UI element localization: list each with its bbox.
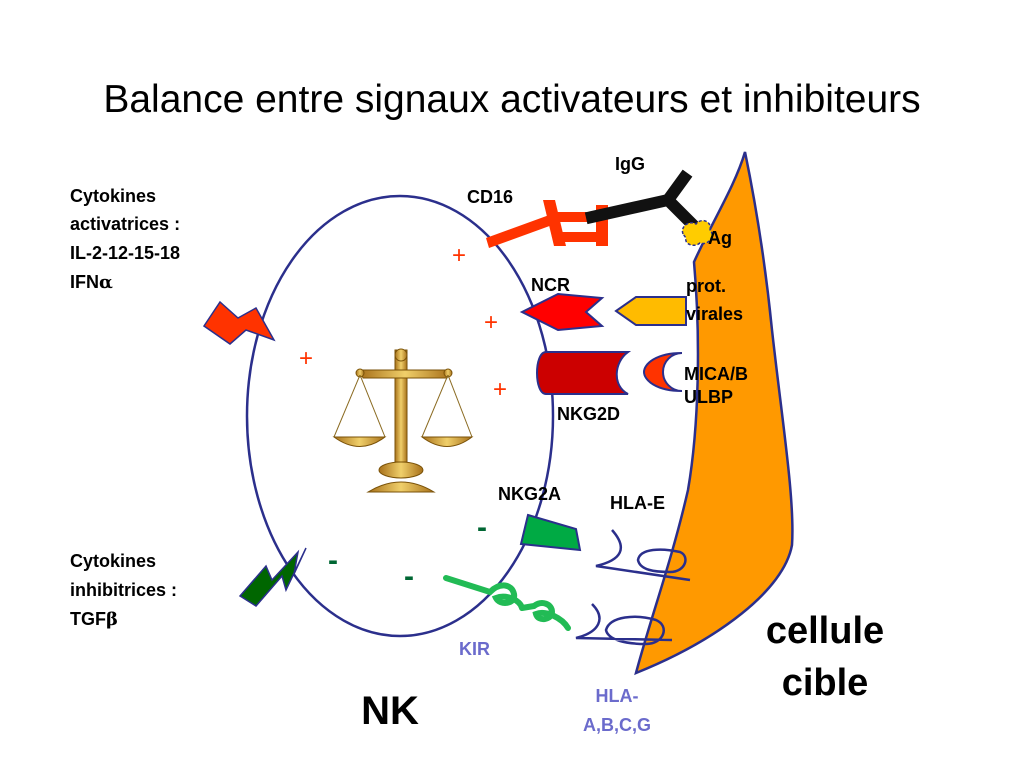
- label-target-2: cible: [782, 662, 869, 704]
- cd16-receptor: [486, 200, 608, 248]
- label-target-1: cellule: [766, 610, 884, 652]
- cyto-inh-line3: TGFβ: [70, 609, 118, 630]
- cyto-inh-line1: Cytokines: [70, 551, 156, 571]
- label-ncr: NCR: [531, 275, 570, 295]
- mica-ligand: [642, 352, 683, 392]
- cyto-act-line2: activatrices :: [70, 214, 180, 234]
- activating-lightning-icon: [202, 300, 276, 345]
- nk-cell-membrane: [245, 194, 555, 638]
- nkg2a-receptor: [519, 513, 582, 552]
- kir-receptor: [443, 575, 571, 631]
- label-kir: KIR: [459, 639, 490, 659]
- label-nkg2a: NKG2A: [498, 484, 561, 504]
- antigen-blob: [681, 219, 713, 246]
- inhibiting-lightning-icon: [238, 547, 307, 607]
- hla-e-ligand: [595, 529, 691, 582]
- hla-abc-ligand: [575, 603, 673, 646]
- plus-sign-ncr: +: [484, 309, 498, 336]
- nkg2d-receptor: [536, 351, 632, 395]
- cyto-act-line1: Cytokines: [70, 186, 156, 206]
- label-prot-virales-1: prot.: [686, 276, 726, 296]
- minus-sign-nkg2a: -: [477, 511, 487, 544]
- minus-sign-cytokines: -: [328, 544, 338, 577]
- label-nkg2d: NKG2D: [557, 404, 620, 424]
- minus-sign-kir: -: [404, 560, 414, 593]
- plus-sign-cytokines: +: [299, 345, 313, 372]
- cyto-act-line4: IFNα: [70, 272, 113, 293]
- label-igg: IgG: [615, 154, 645, 174]
- label-cd16: CD16: [467, 187, 513, 207]
- ncr-receptor: [519, 292, 605, 332]
- balance-scale-icon: [332, 348, 474, 493]
- label-ag: Ag: [708, 228, 732, 248]
- page-title: Balance entre signaux activateurs et inh…: [103, 78, 920, 121]
- label-hla-abc-1: HLA-: [596, 686, 639, 706]
- plus-sign-nkg2d: +: [493, 376, 507, 403]
- cyto-inh-line2: inhibitrices :: [70, 580, 177, 600]
- label-mica-1: MICA/B: [684, 364, 748, 384]
- label-mica-2: ULBP: [684, 387, 733, 407]
- label-nk: NK: [361, 689, 419, 733]
- viral-protein: [614, 296, 687, 326]
- label-hla-e: HLA-E: [610, 493, 665, 513]
- target-cell-membrane: [634, 151, 794, 676]
- label-prot-virales-2: virales: [686, 304, 743, 324]
- plus-sign-cd16: +: [452, 242, 466, 269]
- cyto-act-line3: IL-2-12-15-18: [70, 243, 180, 263]
- igg-antibody: [584, 169, 699, 231]
- label-hla-abc-2: A,B,C,G: [583, 715, 651, 735]
